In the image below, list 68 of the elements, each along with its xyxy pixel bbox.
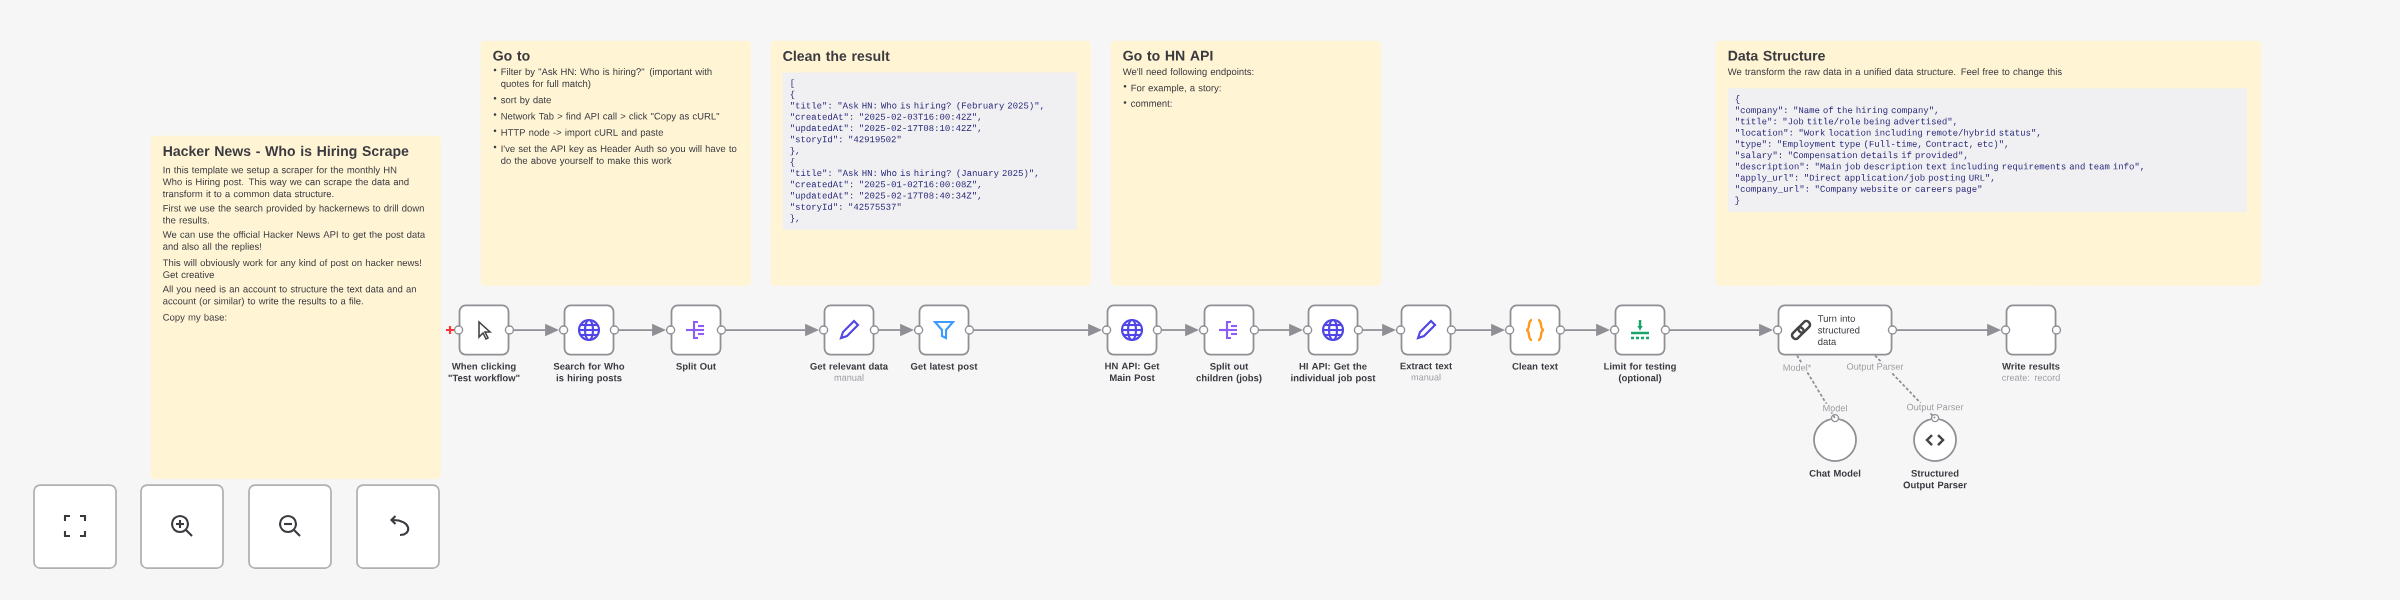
node-label: Split Out [676,362,716,372]
node-label: Get relevant data [810,362,889,370]
node-label: "updatedAt": "2025-02-17T08:10:42Z", [790,124,981,133]
bullet-item: I've set the API key as Header Auth so you will have to do the above yourself to make this work [493,145,737,166]
node-label: "salary": "Compensation details if provided", [1735,151,1967,160]
node-label: "title": "Ask HN: Who is hiring? (January 2025)", [790,169,1038,178]
note-text: In this template we setup a scraper for the monthly HN Who is Hiring post. This way we can scrape the data and transform it to a common data structure. [162,166,409,198]
bullet-item: Filter by "Ask HN: Who is hiring?" (important with quotes for full match) [493,68,712,89]
node-label: "company_url": "Company website or careers page" [1735,185,1982,194]
node-label: { [790,90,795,100]
node-label: Get latest post [910,362,978,372]
node-label: Structured Output Parser [1903,469,1967,491]
edge-label: Model* [1781,363,1813,372]
note-text: This will obviously work for any kind of post on hacker news! Get creative [162,259,421,279]
note-text: Copy my base: [163,313,227,323]
edge-label: Output Parser [1845,362,1905,373]
node-label: "apply_url": "Direct application/job posting URL", [1735,174,1994,183]
node-label: "company": "Name of the hiring company", [1735,106,1938,115]
node-label: Split out children (jobs) [1196,362,1262,384]
node-label: "storyId": "42919502" [790,135,901,145]
node-label: "type": "Employment type (Full-time, Contract, etc)", [1735,140,2008,149]
node-subtitle: manual [834,374,864,381]
node-label: "updatedAt": "2025-02-17T08:40:34Z", [790,191,981,201]
node-label: Chat Model [1809,469,1861,477]
node-label: "location": "Work location including remote/hybrid status", [1735,129,2040,138]
code-block: [ { "title": "Ask HN: Who is hiring? (February 2025)", "createdAt": "2025-02-03T16:00:42Z", "updatedAt": "2025-02-17T08:10:42Z", "storyId": "42919502" }, { "title": "Ask HN: Who is hiring? (January 2025)", "createdAt": "2025-01-02T16:00:08Z", "updatedAt": "2025-02-17T08:40:34Z", "storyId": "42575537" }, [782,72,1077,230]
node-label: "createdAt": "2025-02-03T16:00:42Z", [790,113,981,122]
note-heading: Clean the result [783,50,890,61]
node-label: } [1735,196,1740,205]
note-text: We can use the official Hacker News API to get the post data and also all the replies! [162,230,426,252]
note-heading: Hacker News - Who is Hiring Scrape [163,145,409,159]
node-label: Extract text [1400,362,1452,370]
note-text: We'll need following endpoints: [1122,68,1254,77]
node-label: HI API: Get the individual job post [1291,362,1376,384]
bullet-item: Network Tab > find API call > click "Copy as cURL" [493,112,720,122]
node-subtitle: manual [1411,373,1441,381]
node-label: "createdAt": "2025-01-02T16:00:08Z", [790,180,981,189]
node-label: { [790,158,795,167]
node-label: }, [790,146,799,156]
node-label: HN API: Get Main Post [1105,362,1160,382]
note-text: First we use the search provided by hackernews to drill down the results. [162,204,424,224]
node-label: { [1735,95,1740,104]
node-label: When clicking "Test workflow" [448,362,520,382]
node-label: "title": "Ask HN: Who is hiring? (February 2025)", [790,101,1043,111]
node-label: Limit for testing (optional) [1604,362,1676,384]
connector [1796,354,1836,419]
connector [1874,354,1936,419]
note-heading: Go to HN API [1123,50,1213,61]
node-label: Clean text [1512,362,1558,370]
note-heading: Go to [493,50,530,61]
node-label: [ [791,79,794,88]
node-label: Search for Who is hiring posts [553,362,625,384]
node-label: }, [790,214,799,223]
node-label: "storyId": "42575537" [790,203,901,212]
port-label: Model [1821,403,1849,413]
note-heading: Data Structure [1728,50,1825,61]
bullet-item: For example, a story: [1123,84,1221,94]
port-label: Output Parser [1905,402,1965,414]
bullet-item: HTTP node -> import cURL and paste [493,128,664,138]
bullet-item: comment: [1123,100,1172,107]
code-block: { "company": "Name of the hiring company", "title": "Job title/role being advertised", "location": "Work location including remote/hybrid status", "type": "Employment type (Full-time, Contract, etc)", "salary": "Compensation details if provided", "description": "Main job description text including requirements and team info", "apply_url": "Direct application/job posting URL", "company_url": "Company website or careers page" } [1727,88,2248,212]
node-subtitle: create: record [2002,374,2060,381]
node-label: "description": "Main job description text including requirements and team info", [1735,162,2143,172]
node-label: Write results [2002,362,2060,370]
note-text: We transform the raw data in a unified data structure. Feel free to change this [1727,68,2062,77]
node-label: "title": "Job title/role being advertised", [1735,117,1956,127]
bullet-item: sort by date [493,96,551,106]
note-text: All you need is an account to structure the text data and an account (or similar) to write the results to a file. [162,285,416,307]
